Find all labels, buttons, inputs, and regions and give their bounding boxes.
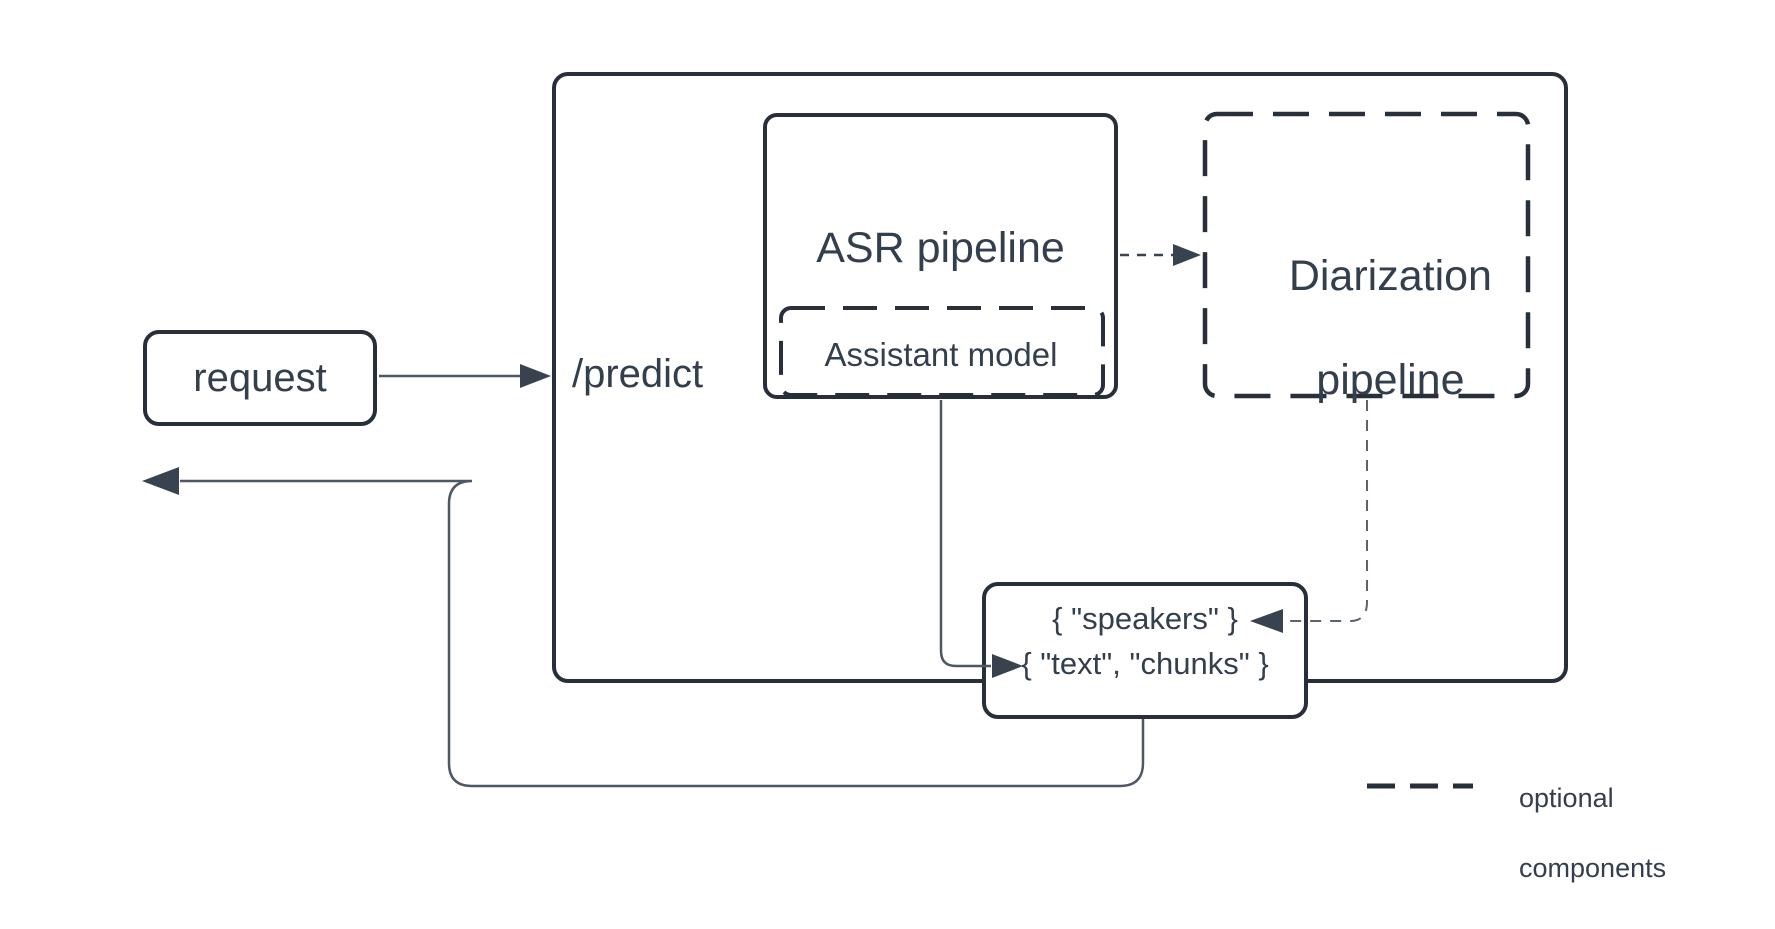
legend-label: optional components: [1489, 746, 1666, 921]
diarization-label-line1: Diarization: [1288, 252, 1492, 300]
asr-pipeline-label: ASR pipeline: [816, 224, 1065, 272]
legend-label-line1: optional: [1519, 783, 1614, 813]
diarization-pipeline-label: Diarization pipeline: [1203, 198, 1530, 458]
assistant-model-label: Assistant model: [824, 336, 1058, 373]
legend-label-line2: components: [1519, 853, 1667, 883]
output-text-chunks-label: { "text", "chunks" }: [1021, 646, 1269, 681]
request-node: request: [143, 330, 377, 426]
arrow-request-to-predict: [379, 364, 551, 388]
request-label: request: [193, 355, 327, 400]
predict-label: /predict: [572, 352, 704, 396]
output-speakers-label: { "speakers" }: [1052, 601, 1238, 636]
diarization-label-line2: pipeline: [1316, 356, 1465, 404]
